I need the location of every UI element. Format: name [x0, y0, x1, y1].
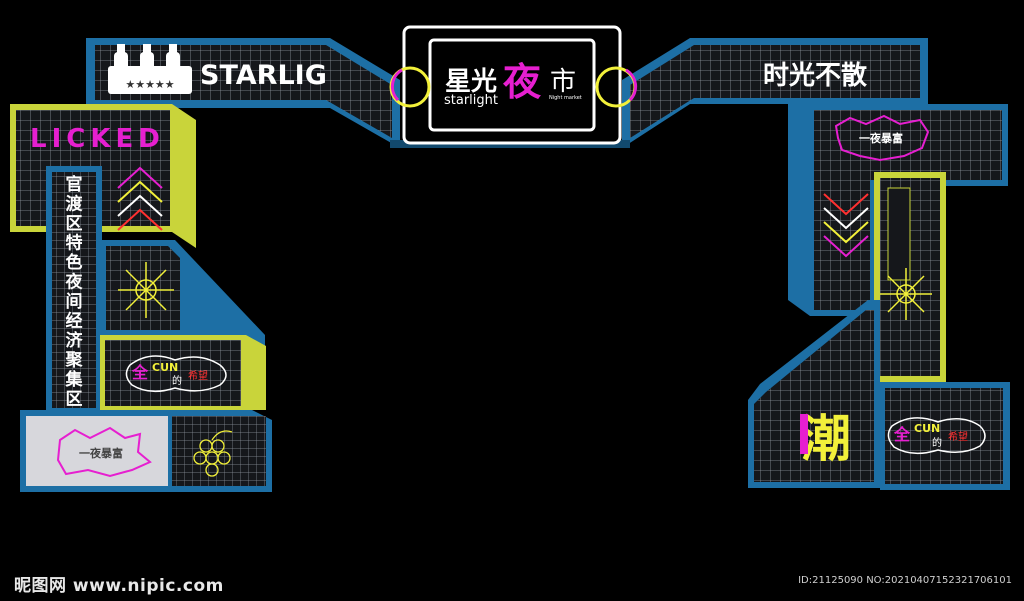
- svg-text:官渡区特色夜间经济聚集区: 官渡区特色夜间经济聚集区: [65, 174, 84, 410]
- chao-text: 潮: [801, 410, 851, 468]
- watermark-bar: [0, 560, 1024, 601]
- quan-a-right: 全: [893, 425, 911, 444]
- center-title-b: 夜: [502, 60, 542, 104]
- chevron-up-icon: [117, 166, 163, 231]
- quan-cun-bubble-right: 全 CUN 的 希望: [887, 417, 986, 455]
- quan-d-left: 希望: [188, 369, 208, 382]
- center-sign: 星光 夜 市 starlight Night market: [389, 25, 638, 145]
- sun-icon-right: [880, 268, 932, 320]
- bottle-logo-icon: ★★★★★: [108, 44, 192, 94]
- center-sub-small: Night market: [549, 95, 582, 101]
- brand-text: STARLIG: [200, 60, 327, 91]
- quan-c-left: 的: [172, 374, 182, 387]
- bubble-cloud-left: 一夜暴富: [56, 426, 152, 478]
- watermark-left: 昵图网 www.nipic.com: [14, 576, 224, 596]
- licked-text: LICKED: [30, 124, 165, 154]
- quan-cun-bubble-left: 全 CUN 的 希望: [125, 355, 227, 393]
- quan-c-right: 的: [932, 436, 942, 449]
- quan-a-left: 全: [131, 363, 149, 382]
- chao-accent: [800, 414, 808, 454]
- center-title-a: 星光: [445, 67, 497, 97]
- right-pillar: [748, 104, 1010, 490]
- right-slogan: 时光不散: [763, 61, 867, 91]
- quan-b-left: CUN: [152, 361, 178, 374]
- quan-d-right: 希望: [948, 430, 968, 443]
- bubble-text-left: 一夜暴富: [79, 446, 123, 460]
- grape-icon: [193, 430, 233, 477]
- center-sub: starlight: [444, 93, 498, 108]
- watermark-right: ID:21125090 NO:20210407152321706101: [798, 575, 1012, 586]
- bubble-cloud-right: 一夜暴富: [834, 114, 930, 162]
- sun-icon: [118, 262, 174, 318]
- vertical-text: 官渡区特色夜间经济聚集区: [65, 174, 84, 410]
- svg-text:★★★★★: ★★★★★: [125, 78, 174, 91]
- top-beam: [86, 38, 928, 148]
- center-title-c: 市: [550, 67, 576, 97]
- bubble-text-right: 一夜暴富: [859, 131, 903, 145]
- chevron-down-icon: [823, 193, 869, 258]
- quan-b-right: CUN: [914, 422, 940, 435]
